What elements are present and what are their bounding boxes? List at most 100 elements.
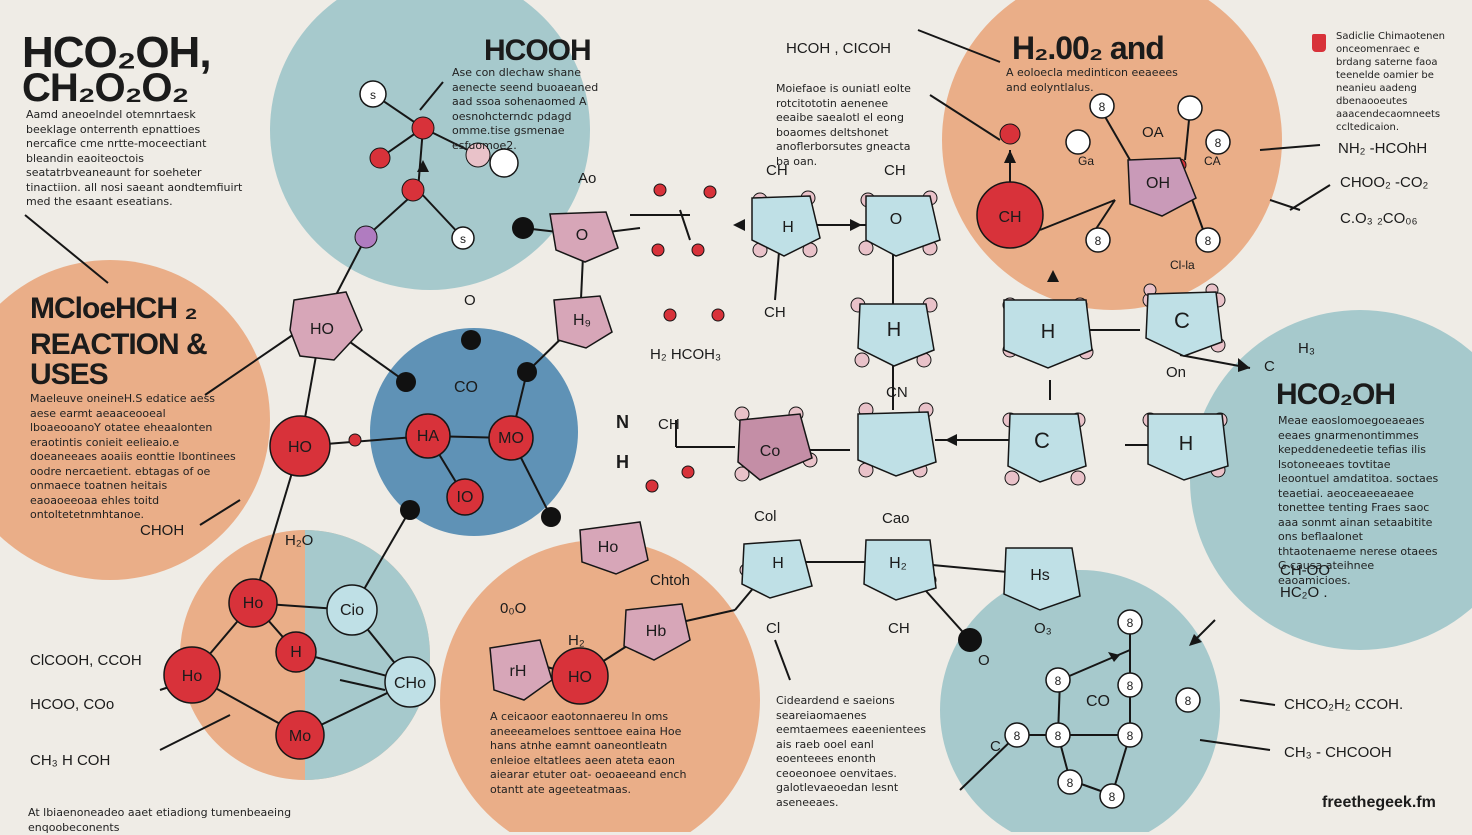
- atom-co: CO: [454, 379, 478, 396]
- atom-oh: OH: [1146, 175, 1170, 192]
- label-n: N: [616, 412, 629, 432]
- bg-circle-teal-bottomright: [940, 570, 1220, 832]
- label-r3: C.O₃ ₂CO₀₆: [1340, 210, 1418, 227]
- label-ch-left: CH₃ H COH: [30, 752, 111, 769]
- label-on: On: [1166, 364, 1187, 381]
- atom-ho-red: HO: [288, 439, 312, 456]
- label-cl: Cl: [766, 620, 781, 637]
- paragraph-top-left: Aamd aneoelndel otemnrtaesk beeklage ont…: [26, 108, 243, 208]
- label-h3-left: H₂O: [285, 532, 314, 549]
- node-8-d: 8: [1215, 136, 1222, 150]
- left-section-title3: USES: [30, 358, 109, 391]
- right-title: HCO₂OH: [1276, 378, 1396, 411]
- label-cao: Cao: [882, 510, 910, 527]
- node-8-g: 8: [1127, 679, 1134, 693]
- atom-ha: HA: [417, 428, 440, 445]
- label-h: H: [616, 452, 629, 472]
- node-8-l: 8: [1109, 790, 1116, 804]
- paragraph-far-top-right: Sadiclie Chimaotenen onceomenraec e brda…: [1336, 31, 1445, 133]
- atom-rh: rH: [510, 663, 527, 680]
- atom-hs: Hs: [1030, 567, 1050, 584]
- bg-circle-orange-left: [0, 260, 270, 580]
- atom-co-r: CO: [1086, 693, 1110, 710]
- label-choh-left: CHOH: [140, 522, 185, 539]
- label-r4: CH-OO: [1280, 562, 1330, 579]
- white-nodes: [359, 80, 1231, 809]
- atom-cio: Cio: [340, 602, 364, 619]
- big-red-atoms: [163, 181, 1044, 760]
- atom-c2: C: [1034, 428, 1050, 453]
- label-ch-3: CH: [764, 304, 786, 321]
- node-s-1: s: [370, 88, 376, 102]
- atom-labels: HO HO CO HA MO IO O H₉ H O H H C Co C H …: [182, 88, 1222, 804]
- bg-circle-teal-right: [1190, 310, 1472, 650]
- label-ca: CA: [1204, 154, 1221, 168]
- atom-mo: MO: [498, 430, 524, 447]
- paragraph-middle-top: Moiefaoe is ouniatl eolte rotcitototin a…: [776, 82, 911, 168]
- atom-o2: O: [890, 211, 902, 228]
- small-red-atoms: [348, 116, 1021, 493]
- node-8-a: 8: [1099, 100, 1106, 114]
- atom-h-red-253: Ho: [243, 595, 264, 612]
- label-ch-mid: CH: [658, 416, 680, 433]
- node-8-e: 8: [1127, 616, 1134, 630]
- label-cn: CN: [886, 384, 908, 401]
- atom-mo2: Mo: [289, 728, 311, 745]
- paragraph-bottom-center: Cideardend e saeions seareiaomaenes eemt…: [776, 694, 926, 809]
- atom-co2: Co: [760, 443, 781, 460]
- label-o0: 0₀O: [500, 600, 527, 617]
- paragraph-left-middle: Maeleuve oneineH.S edatice aess aese ear…: [30, 392, 236, 521]
- label-ch-2: CH: [884, 162, 906, 179]
- node-8-h: 8: [1014, 729, 1021, 743]
- atom-o: O: [576, 227, 588, 244]
- atom-h2: H: [1179, 433, 1193, 455]
- atom-hp: H₂: [889, 555, 907, 572]
- bg-circle-teal-top: [270, 0, 590, 290]
- label-r2: CHOO₂ -CO₂: [1340, 174, 1429, 191]
- left-section-title2: REACTION &: [30, 328, 208, 361]
- atom-ch-big: CH: [998, 209, 1021, 226]
- label-h-small: H₂: [568, 632, 585, 649]
- label-r1: NH₂ -HCOhH: [1338, 140, 1428, 157]
- paragraph-center-top: Ase con dlechaw shane aenecte seend buoa…: [452, 66, 599, 152]
- atom-cho: CHo: [394, 675, 426, 692]
- paragraph-bottom-center-left: A ceicaoor eaotonnaereu ln oms aneeeamel…: [490, 710, 687, 796]
- node-8-m: 8: [1185, 694, 1192, 708]
- atom-h-red-192: Ho: [182, 668, 203, 685]
- label-choh-mid: Chtoh: [650, 572, 691, 589]
- node-8-j: 8: [1127, 729, 1134, 743]
- label-o-bottomright: O₃: [1034, 620, 1052, 637]
- label-cooh-left2: HCOO, COo: [30, 696, 115, 713]
- atom-h9: H₉: [573, 312, 591, 329]
- bg-half-teal-bottomleft: [305, 530, 430, 780]
- atom-c: C: [1174, 308, 1190, 333]
- paragraph-right-middle: Meae eaoslomoegoeaeaes eeaes gnarmenonti…: [1278, 414, 1439, 587]
- site-brand: freethegeek.fm: [1322, 794, 1436, 811]
- atom-ho: HO: [310, 321, 334, 338]
- atom-io: IO: [457, 489, 474, 506]
- left-section-title1: MCloeHCH ₂: [30, 292, 198, 325]
- label-o-black: O: [978, 652, 990, 669]
- main-title-line1: HCO₂OH,: [22, 28, 212, 77]
- label-hh: H₃: [1298, 340, 1315, 357]
- atom-hio: Ho: [598, 539, 619, 556]
- cyan-atoms: [326, 195, 1229, 708]
- node-8-f: 8: [1055, 674, 1062, 688]
- atom-h-c2: H: [1041, 321, 1055, 343]
- node-8-c: 8: [1205, 234, 1212, 248]
- pink-atoms: [289, 157, 1197, 701]
- main-title-line2: CH₂O₂O₂: [22, 66, 189, 110]
- paragraph-top-right-small: A eoloecla medinticon eeaeees and eolynt…: [1006, 66, 1178, 94]
- atom-h-c1: H: [887, 319, 901, 341]
- label-c-right: C: [1264, 358, 1275, 375]
- label-h-hcoh: H₂ HCOH₃: [650, 346, 722, 363]
- atom-h: H: [782, 219, 794, 236]
- node-8-i: 8: [1055, 729, 1062, 743]
- label-ao: Ao: [578, 170, 597, 187]
- label-oa: OA: [1142, 124, 1164, 141]
- label-r7: CH₃ - CHCOOH: [1284, 744, 1392, 761]
- label-ch-5: CH: [888, 620, 910, 637]
- atom-h-c3: H: [772, 555, 784, 572]
- atom-ho-red2: HO: [568, 669, 592, 686]
- atom-hb: Hb: [646, 623, 667, 640]
